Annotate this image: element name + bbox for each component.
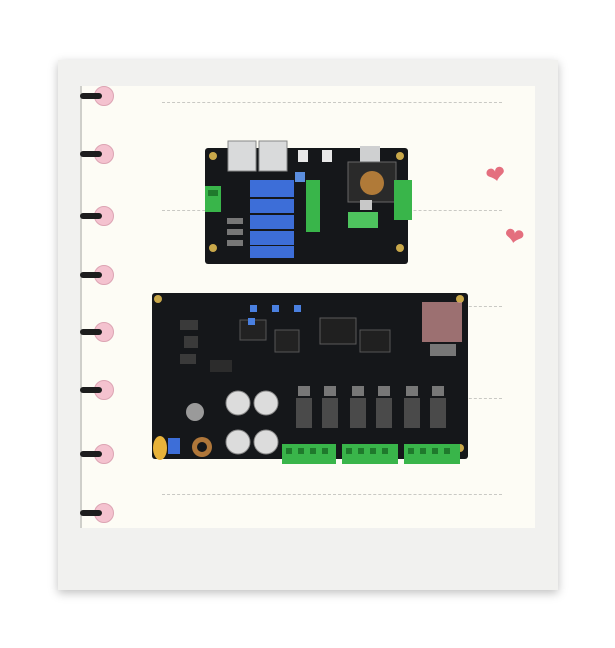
binding-ring (80, 510, 102, 516)
binding-ring (80, 329, 102, 335)
small-pcb (205, 140, 412, 264)
paper-rule-line (162, 494, 502, 495)
large-pcb (152, 293, 468, 464)
binding-ring (80, 151, 102, 157)
binding-ring (80, 272, 102, 278)
binding-ring (80, 93, 102, 99)
binding-ring (80, 213, 102, 219)
binding-ring (80, 387, 102, 393)
paper-rule-line (162, 102, 502, 103)
binding-ring (80, 451, 102, 457)
